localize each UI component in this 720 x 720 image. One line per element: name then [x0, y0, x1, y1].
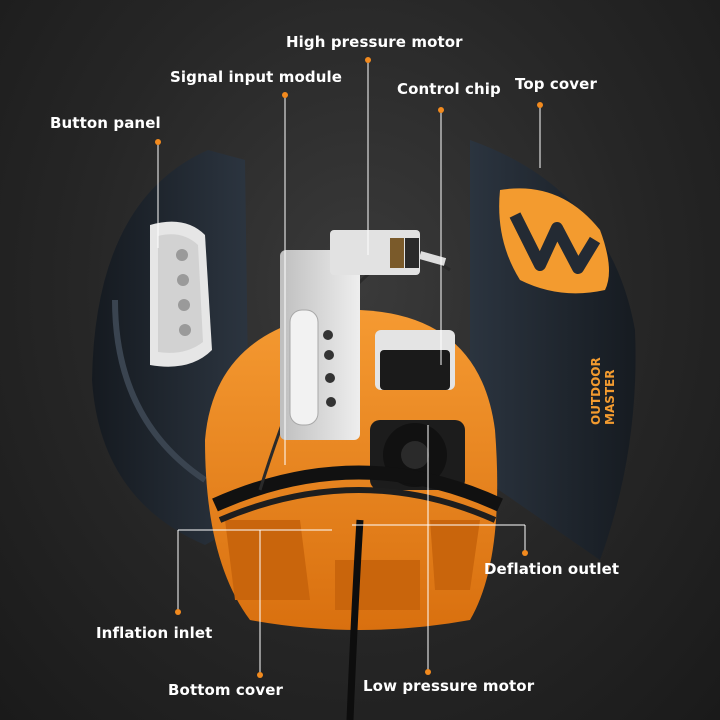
label-high-pressure-motor: High pressure motor	[286, 33, 463, 51]
label-inflation-inlet: Inflation inlet	[96, 624, 213, 642]
label-low-pressure-motor: Low pressure motor	[363, 677, 535, 695]
label-top-cover: Top cover	[515, 75, 597, 93]
label-signal-input-module: Signal input module	[170, 68, 343, 86]
label-bottom-cover: Bottom cover	[168, 681, 283, 699]
label-control-chip: Control chip	[397, 80, 501, 98]
logo-text-line2: MASTER	[603, 370, 617, 426]
leader-dots	[155, 57, 543, 678]
high-pressure-motor	[330, 230, 447, 275]
top-cover-shell: OUTDOOR MASTER	[470, 140, 636, 560]
logo-text-line1: OUTDOOR	[589, 357, 603, 425]
signal-input-module	[280, 250, 360, 440]
control-chip	[375, 330, 455, 390]
leader-lines	[157, 60, 541, 675]
label-deflation-outlet: Deflation outlet	[484, 560, 620, 578]
label-button-panel: Button panel	[50, 114, 161, 132]
